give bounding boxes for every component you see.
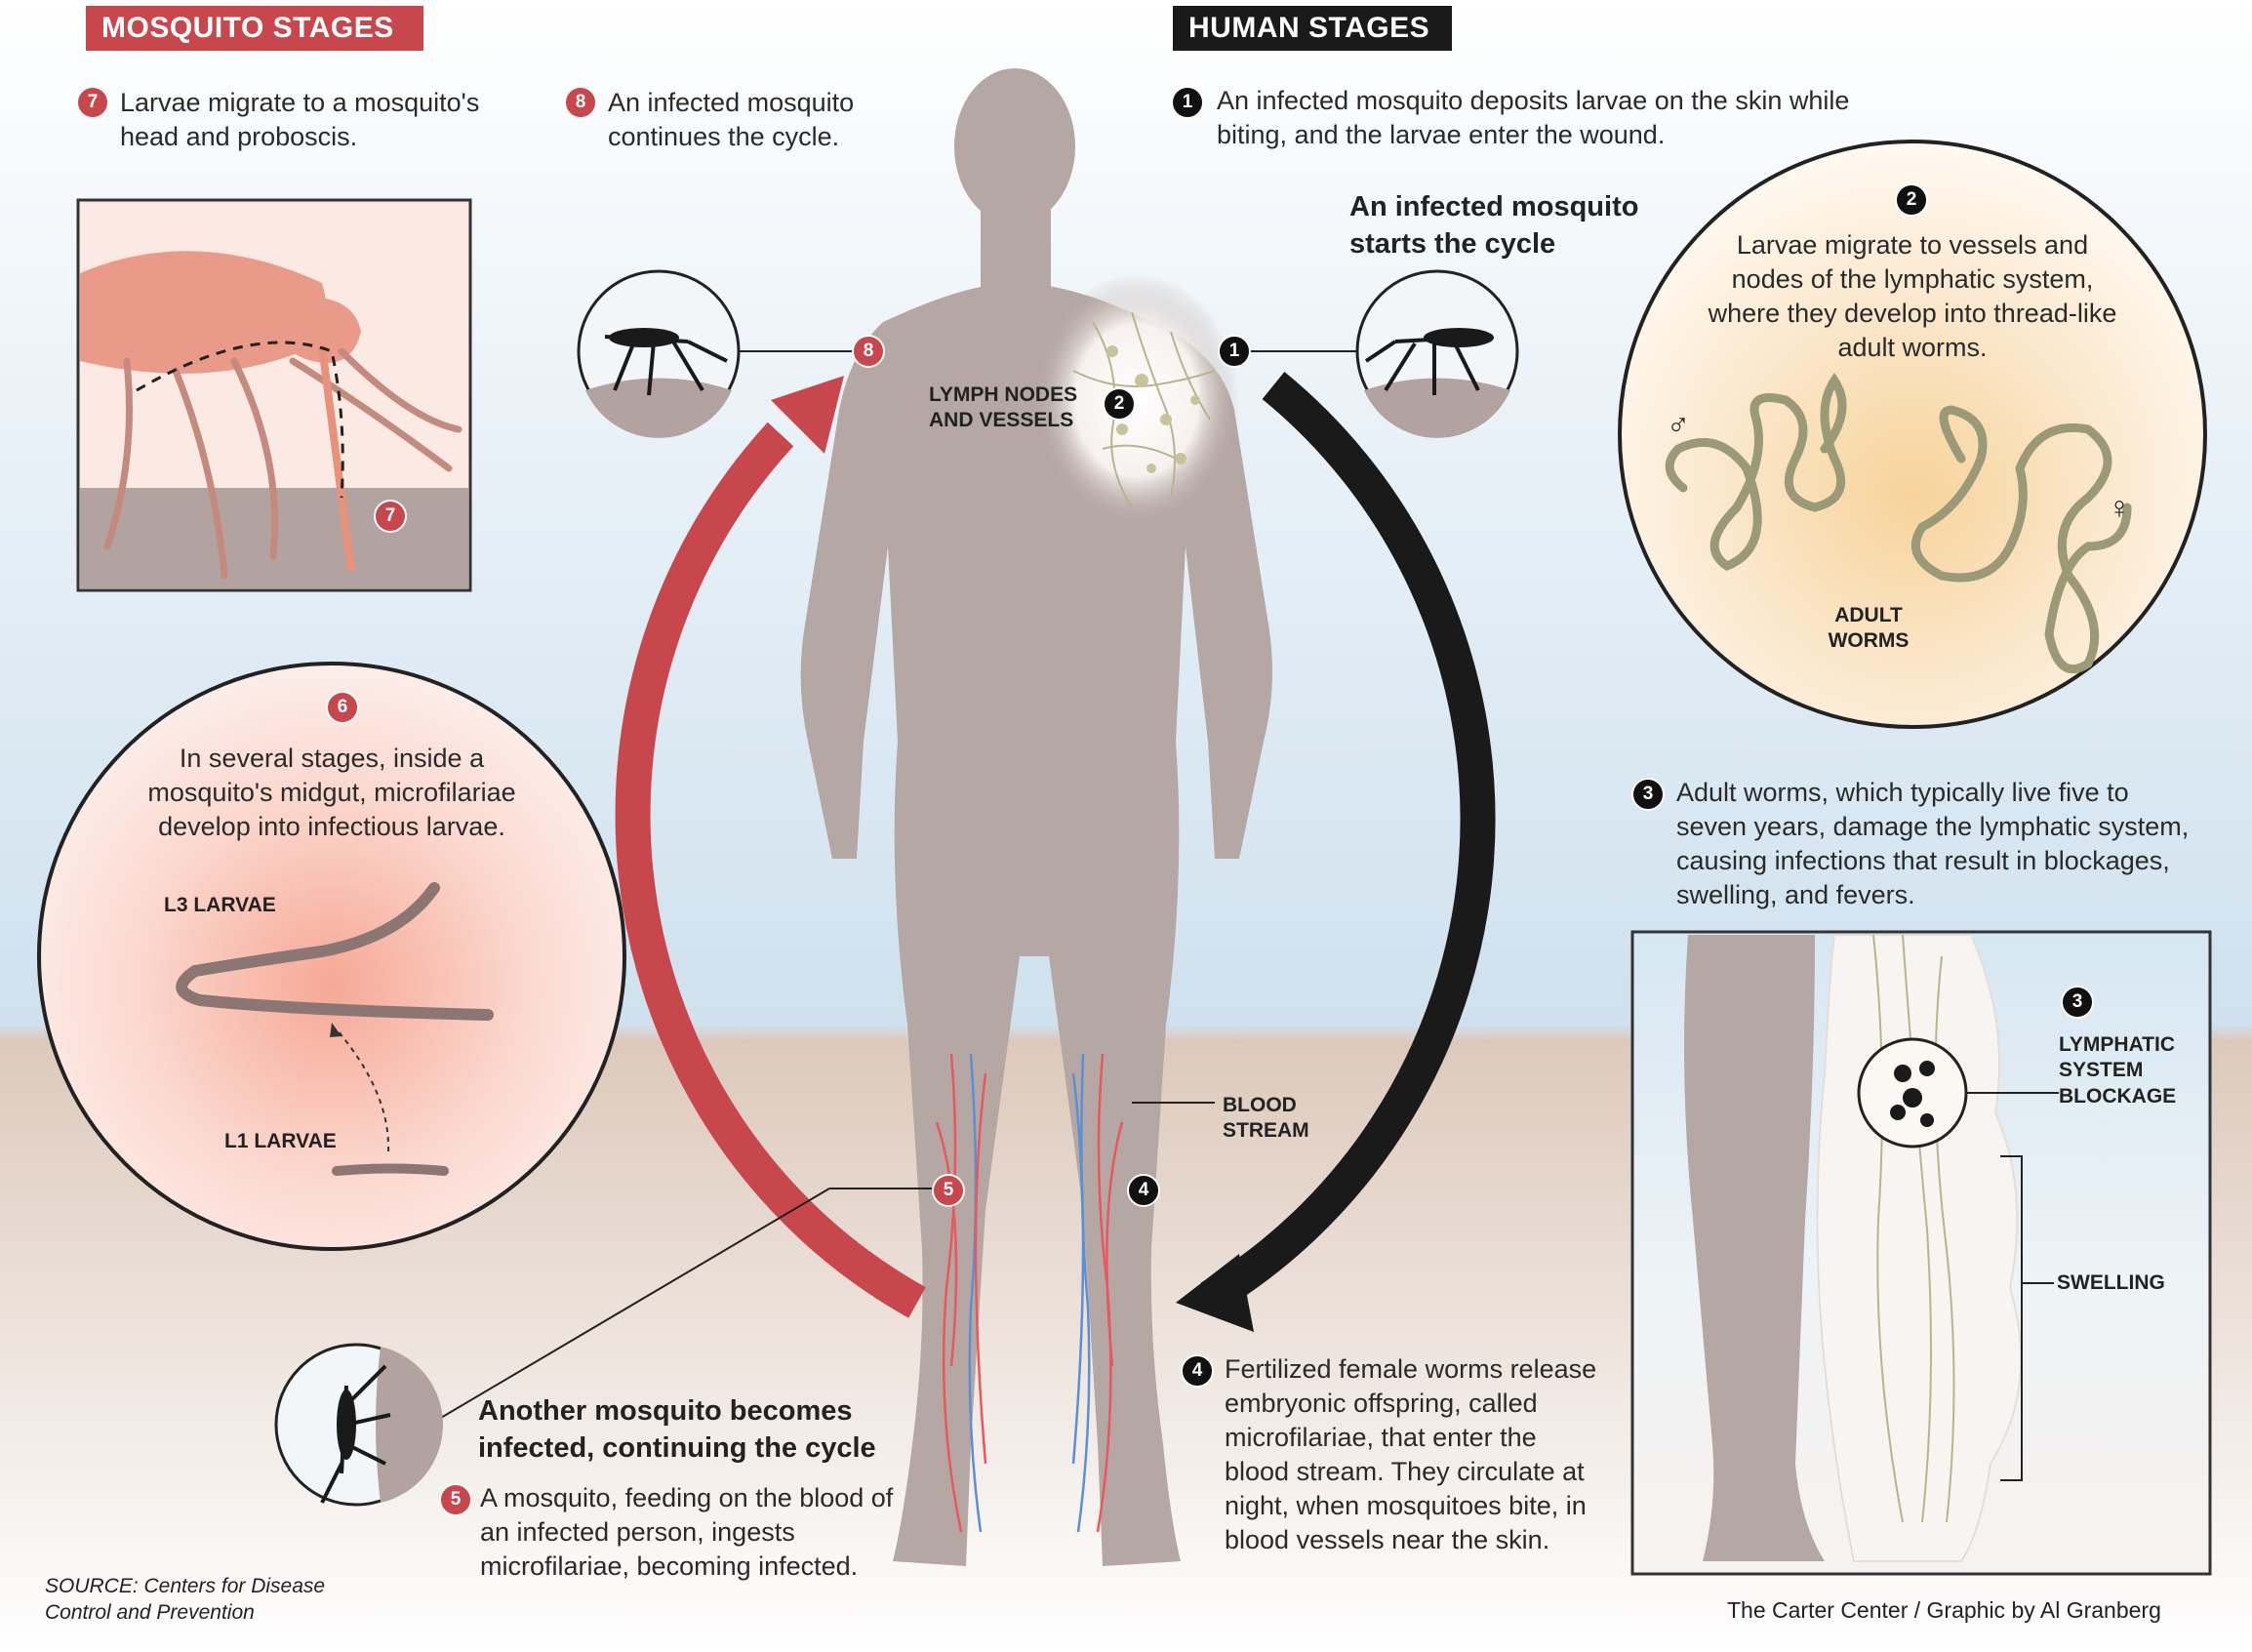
source-note: SOURCE: Centers for Disease Control and … xyxy=(45,1575,326,1625)
step-2-badge-body: 2 xyxy=(1103,387,1136,421)
lymph-nodes-label: LYMPH NODES AND VESSELS xyxy=(929,383,1078,432)
step-4-badge: 4 xyxy=(1181,1354,1214,1388)
adult-worms-label: ADULT WORMS xyxy=(1828,604,1910,653)
step-3-text: Adult worms, which typically live five t… xyxy=(1676,778,2190,910)
step-7-badge-inset: 7 xyxy=(374,500,407,533)
step-8-badge-body: 8 xyxy=(852,335,885,368)
step-2-badge: 2 xyxy=(1895,183,1928,217)
step-5-badge: 5 xyxy=(439,1483,472,1516)
step-4-text: Fertilized female worms release embryoni… xyxy=(1225,1354,1597,1555)
male-symbol: ♂ xyxy=(1667,407,1690,442)
step-8-badge: 8 xyxy=(564,86,597,119)
step-1-text: An infected mosquito deposits larvae on … xyxy=(1217,86,1850,150)
blood-stream-label: BLOOD STREAM xyxy=(1223,1094,1309,1143)
step-5-text: A mosquito, feeding on the blood of an i… xyxy=(480,1483,894,1582)
credit-line: The Carter Center / Graphic by Al Granbe… xyxy=(1727,1597,2161,1623)
l1-larvae-label: L1 LARVAE xyxy=(224,1130,337,1152)
starts-cycle-callout: An infected mosquito starts the cycle xyxy=(1349,191,1639,260)
lymphatic-blockage-label: LYMPHATIC SYSTEM BLOCKAGE xyxy=(2059,1033,2177,1108)
mosquito-stages-header: MOSQUITO STAGES xyxy=(101,12,394,44)
step-3-badge: 3 xyxy=(1631,778,1665,811)
step-8-text: An infected mosquito continues the cycle… xyxy=(608,88,855,152)
step-1-badge-body: 1 xyxy=(1218,335,1251,368)
l3-larvae-label: L3 LARVAE xyxy=(164,894,276,916)
swelling-label: SWELLING xyxy=(2057,1271,2165,1294)
step-1-badge: 1 xyxy=(1171,86,1204,119)
step-3-badge-inset: 3 xyxy=(2061,986,2094,1019)
step-4-badge-body: 4 xyxy=(1127,1174,1160,1207)
step-7-badge: 7 xyxy=(76,86,109,119)
step-6-text: In several stages, inside a mosquito's m… xyxy=(147,744,516,842)
human-stages-header: HUMAN STAGES xyxy=(1188,12,1430,44)
another-infected-callout: Another mosquito becomes infected, conti… xyxy=(478,1395,876,1464)
step-2-text: Larvae migrate to vessels and nodes of t… xyxy=(1708,230,2117,363)
step-6-badge: 6 xyxy=(326,691,359,724)
step-7-text: Larvae migrate to a mosquito's head and … xyxy=(120,88,480,152)
female-symbol: ♀ xyxy=(2108,490,2131,525)
step-5-badge-body: 5 xyxy=(932,1174,965,1207)
